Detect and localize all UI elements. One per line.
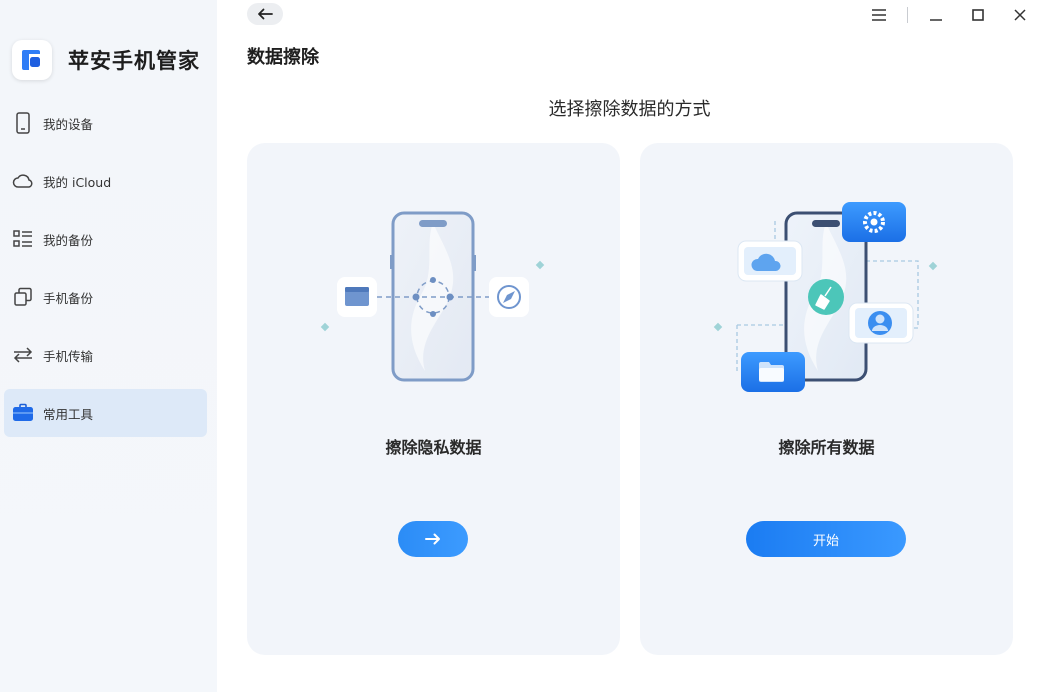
- divider: [907, 7, 908, 23]
- sidebar-item-my-device[interactable]: 我的设备: [4, 99, 207, 147]
- sidebar-nav: 我的设备 我的 iCloud 我的备份 手机备份 手机传输: [4, 99, 207, 447]
- start-button[interactable]: 开始: [746, 521, 906, 557]
- close-button[interactable]: [1006, 4, 1034, 26]
- arrow-left-icon: [257, 5, 273, 24]
- erase-all-data-card[interactable]: 擦除所有数据 开始: [640, 143, 1013, 655]
- card-label: 擦除所有数据: [778, 438, 875, 457]
- sidebar-item-my-backup[interactable]: 我的备份: [4, 215, 207, 263]
- maximize-button[interactable]: [964, 4, 992, 26]
- toolbox-icon: [12, 402, 34, 424]
- page-title: 数据擦除: [247, 47, 319, 68]
- folder-icon: [337, 277, 377, 317]
- brand: 苹安手机管家: [12, 40, 200, 80]
- sidebar-item-phone-transfer[interactable]: 手机传输: [4, 331, 207, 379]
- erase-private-data-card[interactable]: 擦除隐私数据: [247, 143, 620, 655]
- phone-icon: [12, 112, 34, 134]
- window-controls: [851, 4, 1034, 26]
- app-name: 苹安手机管家: [68, 49, 200, 73]
- erase-all-illustration: [713, 202, 938, 392]
- maximize-icon: [972, 6, 984, 25]
- sidebar: 苹安手机管家 我的设备 我的 iCloud 我的备份 手机备份: [0, 0, 217, 692]
- settings-tile: [842, 202, 906, 242]
- contact-tile: [848, 302, 914, 344]
- folder-tile: [741, 352, 805, 392]
- menu-button[interactable]: [865, 4, 893, 26]
- back-button[interactable]: [247, 3, 283, 25]
- cloud-icon: [12, 170, 34, 192]
- sidebar-item-icloud[interactable]: 我的 iCloud: [4, 157, 207, 205]
- transfer-icon: [12, 344, 34, 366]
- minimize-icon: [930, 6, 942, 25]
- page-subtitle: 选择擦除数据的方式: [548, 99, 711, 120]
- sidebar-item-phone-backup[interactable]: 手机备份: [4, 273, 207, 321]
- copy-icon: [12, 286, 34, 308]
- sidebar-item-label: 常用工具: [43, 406, 94, 422]
- app-logo-icon: [12, 40, 52, 80]
- list-icon: [12, 228, 34, 250]
- sidebar-item-label: 手机备份: [43, 290, 94, 306]
- close-icon: [1014, 6, 1026, 25]
- compass-icon: [489, 277, 529, 317]
- sidebar-item-label: 手机传输: [43, 348, 94, 364]
- menu-icon: [872, 6, 886, 25]
- sidebar-item-label: 我的设备: [43, 116, 94, 132]
- arrow-right-icon: [425, 530, 441, 549]
- sidebar-item-tools[interactable]: 常用工具: [4, 389, 207, 437]
- minimize-button[interactable]: [922, 4, 950, 26]
- sidebar-item-label: 我的备份: [43, 232, 94, 248]
- cloud-tile: [737, 240, 803, 282]
- sidebar-item-label: 我的 iCloud: [43, 174, 112, 190]
- erase-private-illustration: [320, 211, 545, 382]
- card-label: 擦除隐私数据: [385, 438, 482, 457]
- next-button[interactable]: [398, 521, 468, 557]
